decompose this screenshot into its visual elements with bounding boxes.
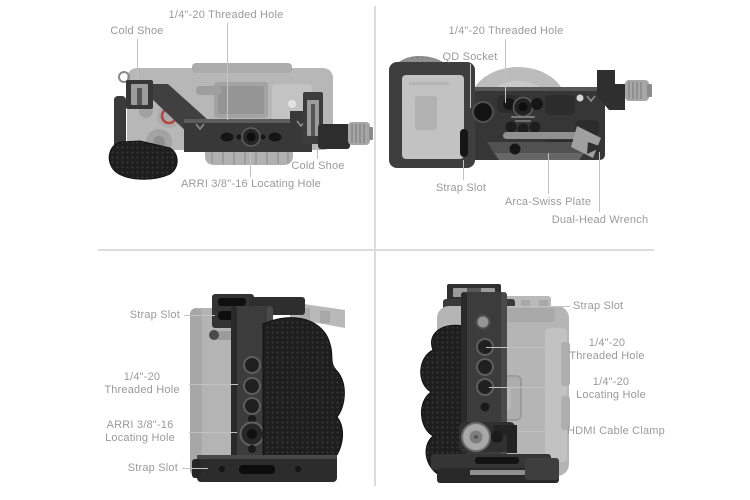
lens-ring-ghost xyxy=(205,150,293,165)
dual-head-wrench xyxy=(503,126,602,158)
callout-arri-locating-hole: ARRI 3/8"-16 Locating Hole xyxy=(181,178,321,190)
leader-line xyxy=(184,315,215,316)
leader-line xyxy=(599,152,600,212)
callout-strap-slot: Strap Slot xyxy=(435,182,487,194)
leader-line xyxy=(137,39,138,79)
illustration-side-view-ports xyxy=(420,284,570,483)
engraving-mark xyxy=(511,116,535,118)
callout-arri-locating-hole: ARRI 3/8"-16 Locating Hole xyxy=(105,419,175,444)
threaded-holes-front-bar xyxy=(220,127,282,147)
leader-line xyxy=(519,431,564,432)
callout-locating-hole: 1/4"-20 Locating Hole xyxy=(576,376,646,401)
callout-cold-shoe-left: Cold Shoe xyxy=(110,25,164,37)
port-door-ghost xyxy=(561,396,570,430)
threaded-holes-column xyxy=(243,356,261,415)
leader-line xyxy=(227,23,228,120)
callout-cold-shoe-right: Cold Shoe xyxy=(291,160,345,172)
leader-line xyxy=(189,384,238,385)
hand-grip xyxy=(262,317,345,479)
strap-slot xyxy=(475,457,519,464)
brand-chevron-mark xyxy=(586,95,596,103)
cage-top-frame xyxy=(114,71,373,152)
leader-line xyxy=(189,432,237,433)
callout-strap-slot-bottom: Strap Slot xyxy=(127,462,178,474)
illustration-side-view-grip xyxy=(190,294,345,482)
baseplate xyxy=(472,87,605,160)
port-door-ghost xyxy=(561,342,570,386)
callout-threaded-hole: 1/4"-20 Threaded Hole xyxy=(168,9,284,21)
leader-line xyxy=(463,160,464,180)
leader-line xyxy=(182,468,208,469)
index-dot xyxy=(576,94,584,102)
leader-line xyxy=(317,145,318,159)
callout-threaded-hole: 1/4"-20 Threaded Hole xyxy=(569,337,645,362)
callout-arca-swiss-plate: Arca-Swiss Plate xyxy=(504,196,592,208)
callout-qd-socket: QD Socket xyxy=(442,51,498,63)
leader-line xyxy=(486,347,561,348)
callout-threaded-hole: 1/4"-20 Threaded Hole xyxy=(448,25,564,37)
qd-socket xyxy=(472,101,494,123)
bottom-plate xyxy=(192,455,337,482)
side-bracket xyxy=(389,62,475,168)
leader-line xyxy=(250,152,251,177)
leader-line xyxy=(548,153,549,194)
engraving-mark xyxy=(515,120,531,122)
callout-strap-slot-top: Strap Slot xyxy=(129,309,180,321)
brand-chevron-mark xyxy=(195,123,205,131)
callout-dual-head-wrench: Dual-Head Wrench xyxy=(551,214,649,226)
hdmi-cable-clamp xyxy=(459,422,517,453)
illustration-top-view xyxy=(108,63,373,180)
leader-line xyxy=(470,64,471,108)
strap-slot xyxy=(460,129,468,157)
callout-hdmi-cable-clamp: HDMI Cable Clamp xyxy=(567,425,665,437)
strap-slot xyxy=(239,465,275,474)
leader-line xyxy=(508,306,570,307)
cold-shoe-slot xyxy=(218,298,246,306)
leader-line xyxy=(505,39,506,103)
leader-line xyxy=(489,387,565,388)
callout-threaded-hole: 1/4"-20 Threaded Hole xyxy=(104,371,180,396)
cold-shoe-left xyxy=(118,71,153,109)
callout-strap-slot: Strap Slot xyxy=(573,300,624,312)
illustration-bottom-view xyxy=(389,56,652,168)
thumbscrew xyxy=(318,122,373,149)
bottom-plate xyxy=(431,454,559,483)
arca-rail-edge xyxy=(470,470,548,475)
divider-vertical xyxy=(374,6,376,486)
arca-swiss-dovetail xyxy=(487,142,591,160)
hand-grip xyxy=(108,140,178,180)
hdmi-clamp-block xyxy=(597,70,652,110)
divider-horizontal xyxy=(98,249,654,251)
